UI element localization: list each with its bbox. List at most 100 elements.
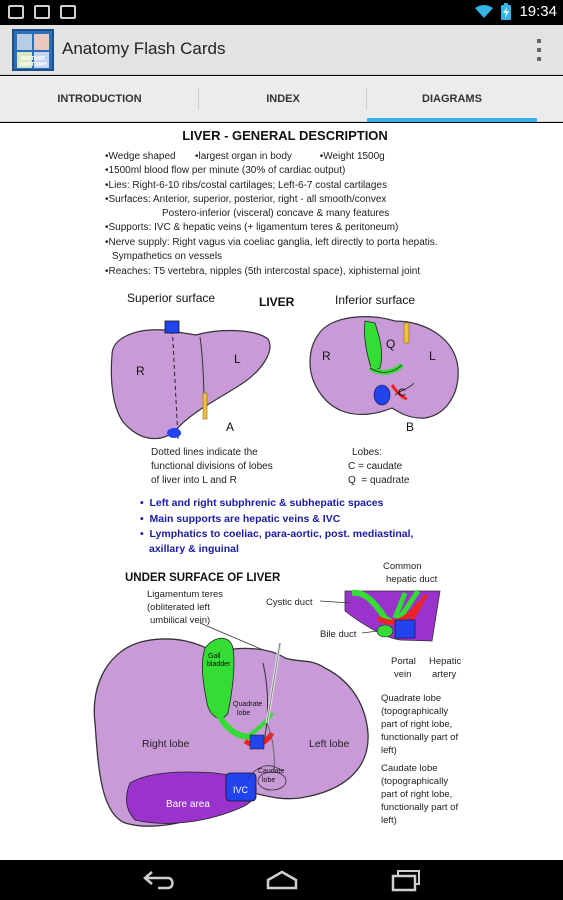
bare-area-label: Bare area xyxy=(166,799,210,810)
label-line: Common xyxy=(383,561,422,572)
blue-bullet: • Lymphatics to coeliac, para-aortic, po… xyxy=(140,528,414,540)
ivc-label: IVC xyxy=(233,785,249,795)
porta-labels: Common hepatic duct Cystic duct Bile duc… xyxy=(266,561,461,680)
quadrate-lobe-note: Quadrate lobe (topographically part of r… xyxy=(381,693,458,756)
briefcase-notification-icon xyxy=(34,5,50,19)
inferior-surface-label: Inferior surface xyxy=(335,293,415,307)
bullet-line: Postero-inferior (visceral) concave & ma… xyxy=(162,208,389,219)
tab-diagrams-label: DIAGRAMS xyxy=(422,93,482,105)
label-line: Portal xyxy=(391,656,416,667)
label-line: Hepatic xyxy=(429,656,461,667)
note-line: functionally part of xyxy=(381,802,458,813)
status-indicators: 19:34 xyxy=(475,3,557,20)
status-bar: 19:34 xyxy=(0,0,563,25)
tab-diagrams[interactable]: DIAGRAMS xyxy=(367,76,537,122)
android-notification-icon xyxy=(8,5,24,19)
bullet-line: •Supports: IVC & hepatic veins (+ ligame… xyxy=(105,222,398,233)
note-line: functionally part of xyxy=(381,732,458,743)
lig-teres-label: Ligamentum teres (obliterated left umbil… xyxy=(147,589,223,626)
label-line: vein xyxy=(394,669,411,680)
label-line: Quadrate xyxy=(233,701,262,708)
fig1-l2-label: L xyxy=(429,349,436,363)
action-bar: INSTANT ANATOMY Anatomy Flash Cards xyxy=(0,25,563,75)
label-line: hepatic duct xyxy=(386,574,438,585)
app-title: Anatomy Flash Cards xyxy=(62,39,226,58)
superior-liver-illustration: R L A xyxy=(110,320,271,440)
tab-bar: INTRODUCTION INDEX DIAGRAMS xyxy=(0,76,563,122)
app-logo-label: INSTANT ANATOMY xyxy=(19,56,47,68)
bullet-line: •Reaches: T5 vertebra, nipples (5th inte… xyxy=(105,266,420,277)
diagram-viewer[interactable]: LIVER - GENERAL DESCRIPTION •Wedge shape… xyxy=(0,123,563,860)
porta-hepatis-inset xyxy=(344,589,441,642)
blue-bullet: axillary & inguinal xyxy=(149,543,239,555)
fig1-c-label: C xyxy=(398,387,406,399)
fig1-q-label: Q xyxy=(386,337,395,351)
liver-diagram: LIVER - GENERAL DESCRIPTION •Wedge shape… xyxy=(93,128,461,827)
note-line: of liver into L and R xyxy=(151,475,237,486)
bile-duct-label: Bile duct xyxy=(320,629,357,640)
overflow-menu-icon[interactable] xyxy=(537,39,543,61)
tab-introduction[interactable]: INTRODUCTION xyxy=(0,76,199,122)
under-surface-inner-labels: Gall bladder Quadrate lobe Caudate lobe xyxy=(207,653,285,784)
note-line: part of right lobe, xyxy=(381,719,452,730)
fig1-a-label: A xyxy=(226,420,234,434)
right-lobe-label: Right lobe xyxy=(142,738,189,750)
play-notification-icon xyxy=(60,5,76,19)
blue-bullet: • Main supports are hepatic veins & IVC xyxy=(140,513,341,525)
dotted-lines-note: Dotted lines indicate the functional div… xyxy=(151,447,273,486)
tab-index[interactable]: INDEX xyxy=(199,76,367,122)
under-surface-heading: UNDER SURFACE OF LIVER xyxy=(125,572,281,584)
label-line: (obliterated left xyxy=(147,602,210,613)
system-nav-bar xyxy=(0,860,563,900)
note-line: Quadrate lobe xyxy=(381,693,441,704)
label-line: Ligamentum teres xyxy=(147,589,223,600)
label-line: lobe xyxy=(262,777,275,784)
bullet-line: •Wedge shaped •largest organ in body •We… xyxy=(105,151,385,162)
cystic-duct-label: Cystic duct xyxy=(266,597,313,608)
description-bullets: •Wedge shaped •largest organ in body •We… xyxy=(105,151,438,277)
wifi-icon xyxy=(475,4,494,18)
label-line: Caudate xyxy=(258,768,285,775)
note-line: left) xyxy=(381,815,397,826)
superior-surface-label: Superior surface xyxy=(127,291,215,305)
note-line: part of right lobe, xyxy=(381,789,452,800)
blue-bullets: • Left and right subphrenic & subhepatic… xyxy=(140,497,414,555)
notification-icons xyxy=(8,5,76,19)
liver-label: LIVER xyxy=(259,295,295,309)
label-line: umbilical vein) xyxy=(150,615,210,626)
battery-icon xyxy=(501,3,512,20)
bullet-line: •Nerve supply: Right vagus via coeliac g… xyxy=(105,237,438,248)
back-icon[interactable] xyxy=(140,868,180,892)
caudate-lobe-note: Caudate lobe (topographically part of ri… xyxy=(381,763,458,826)
note-line: Caudate lobe xyxy=(381,763,438,774)
tab-introduction-label: INTRODUCTION xyxy=(57,93,142,105)
bullet-line: •Surfaces: Anterior, superior, posterior… xyxy=(105,194,386,205)
diagram-title: LIVER - GENERAL DESCRIPTION xyxy=(182,128,388,143)
recent-apps-icon[interactable] xyxy=(385,868,425,892)
fig1-r-label: R xyxy=(136,364,145,378)
label-line: bladder xyxy=(207,661,231,668)
note-line: left) xyxy=(381,745,397,756)
bullet-line: •1500ml blood flow per minute (30% of ca… xyxy=(105,165,345,176)
bullet-line: •Lies: Right-6-10 ribs/costal cartilages… xyxy=(105,180,387,191)
app-logo-icon[interactable]: INSTANT ANATOMY xyxy=(12,29,54,71)
note-line: Dotted lines indicate the xyxy=(151,447,258,458)
inferior-liver-illustration: R Q L C B xyxy=(309,316,459,434)
fig1-l-label: L xyxy=(234,352,241,366)
blue-bullet: • Left and right subphrenic & subhepatic… xyxy=(140,497,384,509)
note-line: Lobes: xyxy=(352,447,382,458)
under-surface-liver-illustration xyxy=(93,637,369,827)
home-icon[interactable] xyxy=(262,868,302,892)
note-line: (topographically xyxy=(381,706,448,717)
label-line: Gall xyxy=(208,653,221,660)
lobes-note: Lobes: C = caudate Q = quadrate xyxy=(348,447,410,486)
note-line: C = caudate xyxy=(348,461,403,472)
fig1-b-label: B xyxy=(406,420,414,434)
note-line: Q = quadrate xyxy=(348,475,410,486)
bullet-line: Sympathetics on vessels xyxy=(112,251,222,262)
note-line: (topographically xyxy=(381,776,448,787)
clock: 19:34 xyxy=(519,3,557,20)
tab-index-label: INDEX xyxy=(266,93,300,105)
label-line: artery xyxy=(432,669,457,680)
fig1-r2-label: R xyxy=(322,349,331,363)
